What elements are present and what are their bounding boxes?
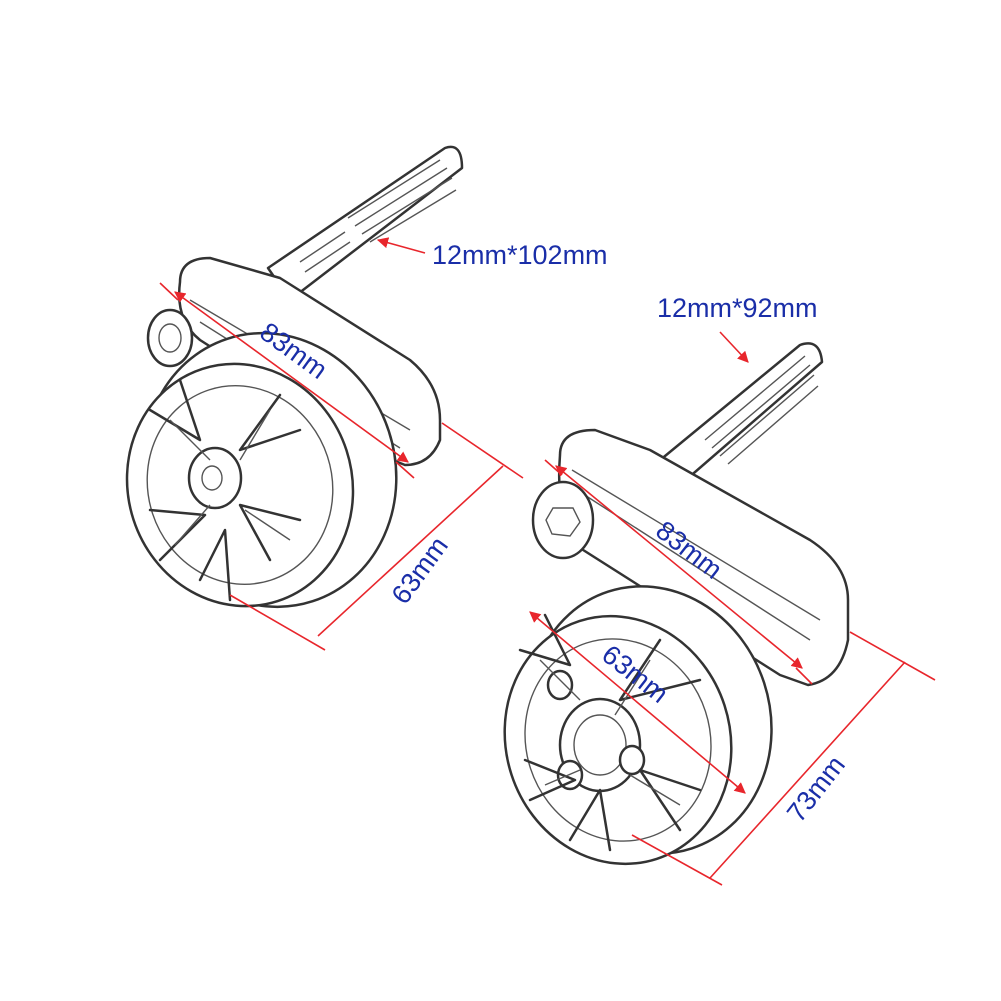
right-bolt-callout-arrow (719, 331, 749, 363)
left-bolt (266, 145, 464, 302)
right-length-dimension-line (555, 465, 803, 669)
right-diameter-dimension-line (529, 611, 746, 794)
left-bolt-callout-arrow (376, 237, 426, 254)
left-length-dimension-line (174, 291, 409, 463)
dimension-lines (159, 237, 936, 886)
right-bolt-callout-label: 12mm*92mm (657, 293, 818, 323)
left-diameter-dimension-line (317, 465, 504, 637)
right-bolt (646, 342, 824, 494)
left-bolt-callout-label: 12mm*102mm (432, 240, 608, 270)
right-height-dimension-line (709, 661, 906, 879)
